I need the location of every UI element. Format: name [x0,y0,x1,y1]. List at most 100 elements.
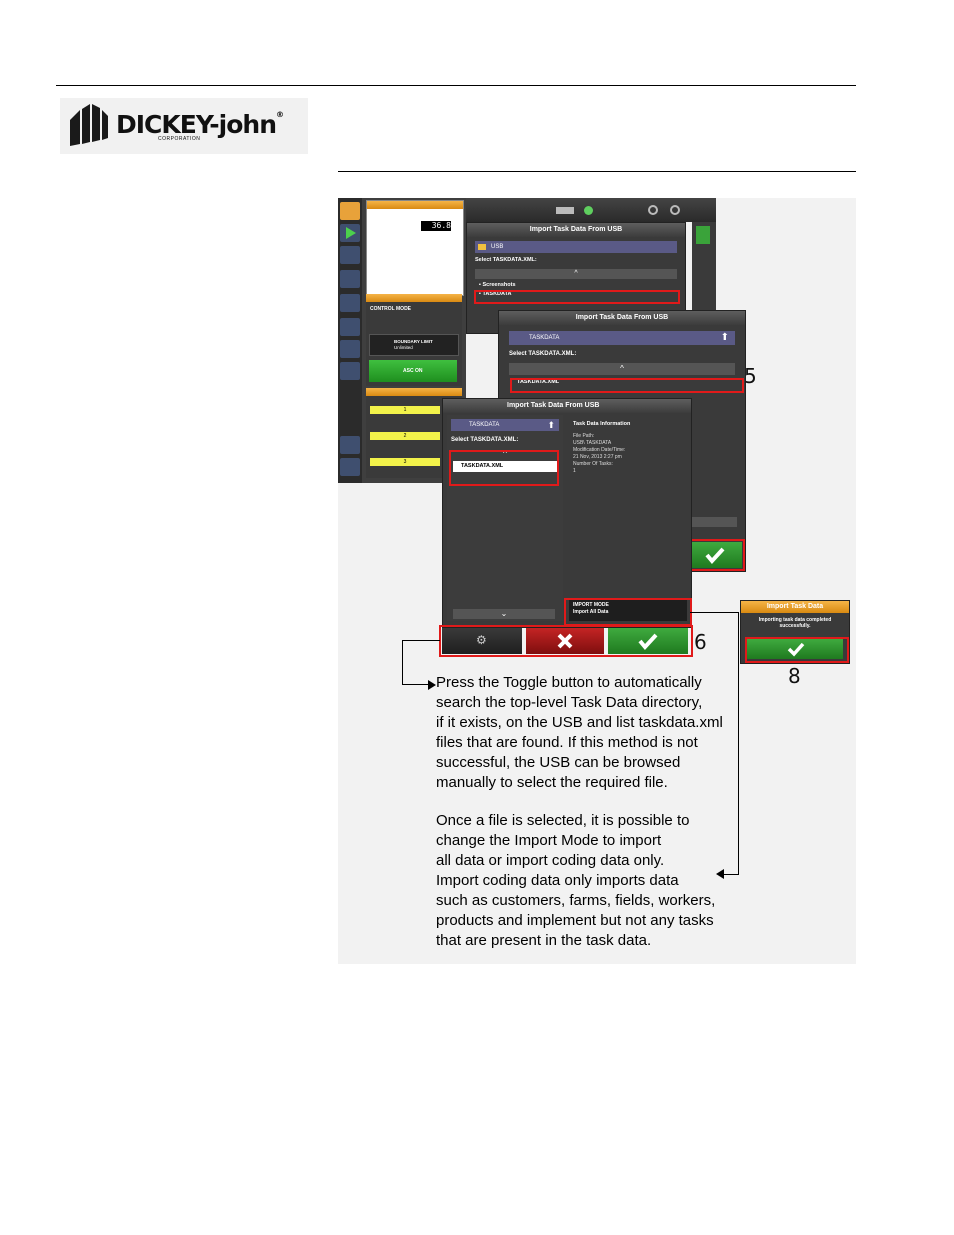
list-item[interactable]: ▪ TASKDATA [479,291,512,297]
brand-corp: CORPORATION [158,136,201,142]
window-title: Import Task Data From USB [467,223,685,237]
boundary-limit-value: Unlimited [394,345,413,350]
ok-button[interactable] [747,639,843,659]
toggle-connector-h-bot [402,684,430,685]
toggle-arrowhead [428,680,436,690]
list-item-taskdata-xml[interactable]: TASKDATA.XML [517,379,560,385]
dialog-title: Import Task Data [741,601,849,613]
num-tasks-value: 1 [573,468,576,474]
highlight-bottom-buttons [439,625,693,657]
status-dot-icon [584,206,593,215]
up-arrow-icon[interactable]: ⬆ [720,332,729,343]
import-connector-h-top [690,612,738,613]
section-1: 1 [370,406,440,414]
import-mode-button[interactable]: IMPORT MODE Import All Data [569,599,687,621]
up-arrow-icon[interactable]: ⬆ [547,420,555,430]
list-item-taskdata-xml[interactable]: TASKDATA.XML [453,461,557,472]
checkmark-icon [705,547,725,565]
highlight-file-selector [449,450,559,486]
path-bar: USB [475,241,677,253]
callout-6: 6 [694,630,707,654]
file-path-label: File Path: [573,433,595,439]
import-complete-dialog: Import Task Data Importing task data com… [740,600,850,664]
section-control-icon[interactable] [340,318,360,336]
scroll-up-button[interactable]: ^ [503,449,507,458]
close-icon [557,633,573,649]
text-line: manually to select the required file. [436,774,668,791]
device-icon[interactable] [696,226,710,244]
screenshot-composite: 36.8 CONTROL MODE BOUNDARY LIMIT Unlimit… [338,198,856,964]
settings-wrench-icon[interactable] [340,458,360,476]
scroll-up-button[interactable]: ^ [475,269,677,279]
section-control-panel: CONTROL MODE BOUNDARY LIMIT Unlimited AS… [366,294,462,386]
text-line: such as customers, farms, fields, worker… [436,892,716,909]
zoom-out-icon[interactable] [670,205,680,215]
list-item[interactable]: ▪ Screenshots [479,282,516,288]
left-toolbar [338,198,362,483]
highlight-taskdata-folder [474,290,680,304]
panel-header [367,201,463,209]
dialog-message: Importing task data completed successful… [758,617,832,629]
top-rule [56,85,856,86]
calculator-icon[interactable] [340,294,360,312]
scroll-up-button[interactable]: ^ [509,363,735,375]
toggle-button[interactable]: ⚙ [442,628,522,654]
accept-button[interactable] [608,628,688,654]
section-2: 2 [370,432,440,440]
text-line: Once a file is selected, it is possible … [436,812,690,829]
top-toolbar [466,198,716,222]
text-line: search the top-level Task Data directory… [436,694,703,711]
checkmark-icon [638,633,658,651]
toggle-connector-v [402,640,403,684]
display-icon[interactable] [340,362,360,380]
window-title: Import Task Data From USB [499,311,745,325]
cancel-button[interactable] [526,628,604,654]
asc-on-label: ASC ON [403,368,423,374]
section-control-header [366,294,462,302]
layout-icon[interactable] [340,270,360,288]
import-mode-value: Import All Data [573,609,609,615]
highlight-import-mode [564,598,692,626]
import-arrowhead [716,869,724,879]
library-icon[interactable] [340,436,360,454]
logo-mark-icon [70,104,108,146]
boundary-limit-button[interactable]: BOUNDARY LIMIT Unlimited [369,334,459,356]
callout-8: 8 [788,664,801,688]
file-path-value: USB\ TASKDATA [573,440,612,446]
text-line: successful, the USB can be browsed [436,754,681,771]
text-line: Press the Toggle button to automatically [436,674,702,691]
highlight-ok-step8 [745,637,849,663]
checkmark-icon [787,642,805,657]
instructions-p1: Press the Toggle button to automatically… [436,673,756,793]
window-footer-bar [689,517,737,527]
highlight-accept-step8 [685,539,745,571]
asc-on-button[interactable]: ASC ON [369,360,457,382]
virtual-terminal-panel: 36.8 [366,200,464,296]
boom-icon[interactable] [340,340,360,358]
select-prompt: Select TASKDATA.XML: [509,351,577,357]
wrench-tool-icon[interactable] [340,246,360,264]
accept-button[interactable] [688,542,742,568]
path-bar: TASKDATA ⬆ [509,331,735,345]
info-heading: Task Data Information [573,421,631,427]
control-mode-label: CONTROL MODE [370,306,412,312]
task-data-info: Task Data Information File Path: USB\ TA… [567,415,687,595]
highlight-taskdata-xml [510,378,744,393]
play-icon[interactable] [340,224,360,242]
import-connector-v [738,612,739,874]
keyboard-icon[interactable] [556,207,574,214]
dickey-john-logo: DICKEY-john® CORPORATION [60,98,308,154]
select-prompt: Select TASKDATA.XML: [475,257,537,263]
mod-date-value: 21 Nov, 2013 2:27 pm [573,454,622,460]
text-line: all data or import coding data only. [436,852,665,869]
zoom-in-icon[interactable] [648,205,658,215]
window-title: Import Task Data From USB [443,399,691,413]
file-browser-column: TASKDATA ⬆ Select TASKDATA.XML: ^ TASKDA… [447,415,563,621]
readout-value: 36.8 [421,221,451,231]
text-line: Import coding data only imports data [436,872,679,889]
folder-icon [478,244,486,250]
scroll-down-button[interactable]: ⌄ [453,609,555,619]
section-3: 3 [370,458,440,466]
front-import-window: Import Task Data From USB TASKDATA ⬆ Sel… [442,398,692,628]
home-icon[interactable] [340,202,360,220]
